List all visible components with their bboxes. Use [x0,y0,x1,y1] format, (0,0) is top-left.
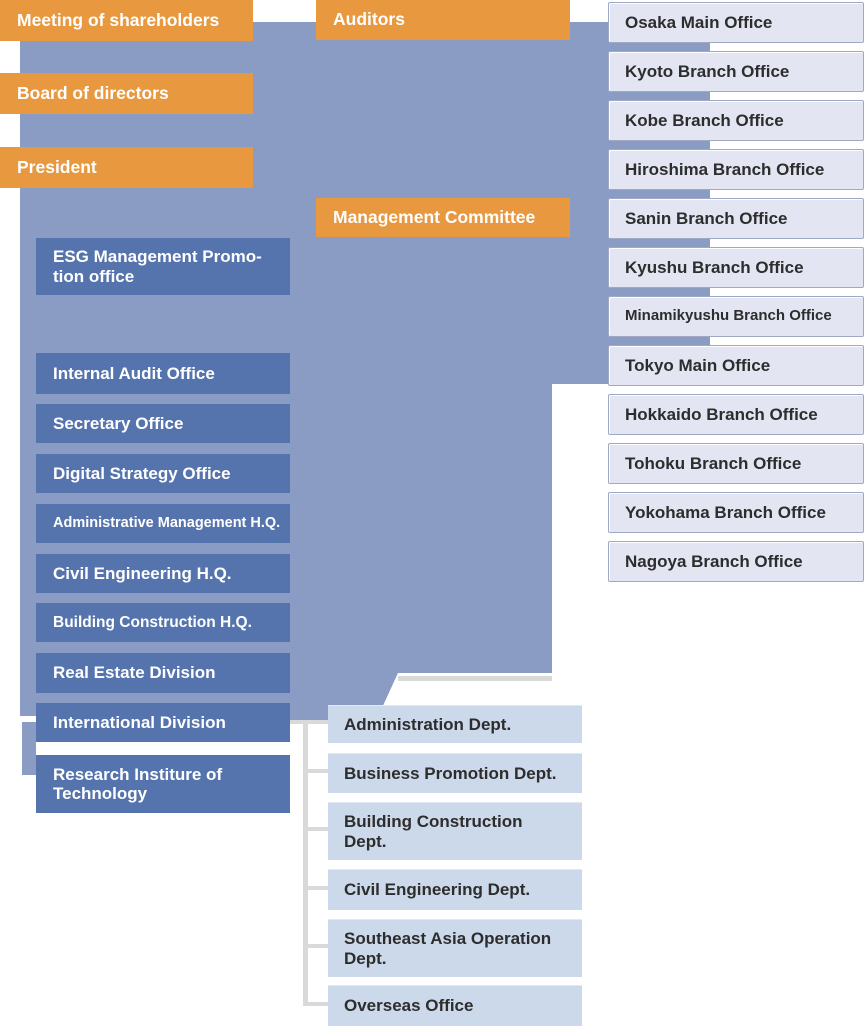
research-connector-top [16,716,36,722]
node-kyoto-branch-office: Kyoto Branch Office [608,51,864,92]
dept-connector-vertical [303,720,308,1006]
node-meeting-of-shareholders: Meeting of shareholders [0,0,253,41]
dept-connector-stub-administration [290,720,328,724]
node-administration-dept: Administration Dept. [328,705,582,743]
node-kyushu-branch-office: Kyushu Branch Office [608,247,864,288]
node-research-institure-of-technology: Research Institure of Technology [36,755,290,813]
node-kobe-branch-office: Kobe Branch Office [608,100,864,141]
node-civil-engineering-dept: Civil Engineering Dept. [328,869,582,910]
node-southeast-asia-operation-dept: Southeast Asia Operation Dept. [328,919,582,977]
node-minamikyushu-branch-office: Minamikyushu Branch Office [608,296,864,337]
node-esg-management-promo-tion-office: ESG Management Promo- tion office [36,238,290,295]
node-building-construction-dept: Building Construction Dept. [328,802,582,860]
node-board-of-directors: Board of directors [0,73,253,114]
dept-connector-stub-southeast-asia [308,944,328,948]
node-auditors: Auditors [316,0,570,40]
node-internal-audit-office: Internal Audit Office [36,353,290,394]
node-international-division: International Division [36,703,290,742]
dept-connector-stub-civil-engineering [308,886,328,890]
panel-shadow-line [398,676,552,681]
node-tohoku-branch-office: Tohoku Branch Office [608,443,864,484]
node-real-estate-division: Real Estate Division [36,653,290,693]
dept-connector-stub-building-construction [308,827,328,831]
connector-panel-tab [20,723,36,780]
node-tokyo-main-office: Tokyo Main Office [608,345,864,386]
dept-connector-stub-business-promotion [308,769,328,773]
node-digital-strategy-office: Digital Strategy Office [36,454,290,493]
node-administrative-management-h-q: Administrative Management H.Q. [36,504,290,543]
node-hiroshima-branch-office: Hiroshima Branch Office [608,149,864,190]
node-nagoya-branch-office: Nagoya Branch Office [608,541,864,582]
node-management-committee: Management Committee [316,198,570,237]
node-yokohama-branch-office: Yokohama Branch Office [608,492,864,533]
node-business-promotion-dept: Business Promotion Dept. [328,753,582,793]
node-overseas-office: Overseas Office [328,985,582,1026]
research-connector-bottom [16,775,36,781]
node-secretary-office: Secretary Office [36,404,290,443]
panel-edge-highlight [398,673,552,676]
node-building-construction-h-q: Building Construction H.Q. [36,603,290,642]
node-osaka-main-office: Osaka Main Office [608,2,864,43]
research-connector-vertical [16,716,22,781]
node-sanin-branch-office: Sanin Branch Office [608,198,864,239]
node-president: President [0,147,253,188]
dept-connector-stub-overseas [308,1002,328,1006]
node-civil-engineering-h-q: Civil Engineering H.Q. [36,554,290,593]
node-hokkaido-branch-office: Hokkaido Branch Office [608,394,864,435]
